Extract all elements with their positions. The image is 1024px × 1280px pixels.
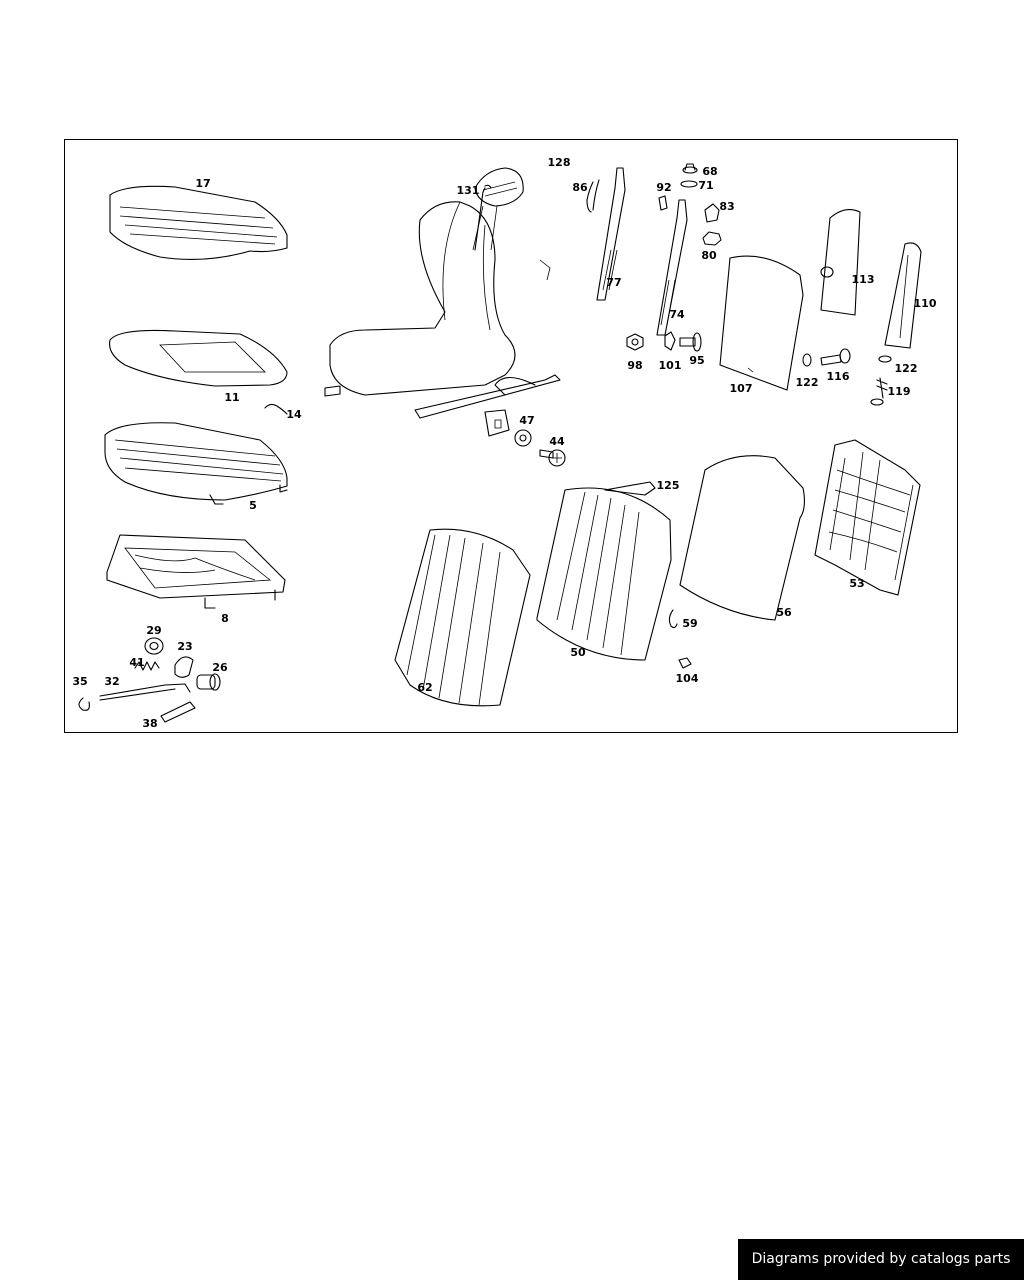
part-44-bolt <box>539 449 566 467</box>
callout-23: 23 <box>177 640 192 653</box>
part-122-clip-right <box>878 355 892 363</box>
callout-116: 116 <box>827 370 850 383</box>
part-80-nut <box>702 231 722 246</box>
part-17-seat-cushion-cover <box>109 185 288 260</box>
callout-26: 26 <box>212 661 228 674</box>
part-35-ring <box>78 697 90 711</box>
callout-122-right: 122 <box>895 362 918 375</box>
callout-8: 8 <box>221 612 229 625</box>
part-83-clip <box>704 203 720 223</box>
callout-11: 11 <box>224 391 239 404</box>
part-107-back-panel <box>719 255 804 391</box>
callout-74: 74 <box>669 308 685 321</box>
part-116-screw <box>820 348 851 366</box>
part-119-screw <box>870 377 888 406</box>
part-86-bracket <box>586 179 600 213</box>
callout-122-left: 122 <box>796 376 819 389</box>
callout-71: 71 <box>698 179 713 192</box>
part-41-spring <box>134 661 160 671</box>
callout-56: 56 <box>776 606 792 619</box>
part-14-clip <box>264 403 288 415</box>
part-125-trim <box>604 481 656 496</box>
diagram-frame: 17 11 14 5 8 29 23 41 26 35 32 38 128 13… <box>64 139 958 733</box>
callout-17: 17 <box>195 177 210 190</box>
callout-59: 59 <box>682 617 697 630</box>
callout-119: 119 <box>888 385 911 398</box>
callout-92: 92 <box>656 181 671 194</box>
part-29-bushing <box>144 637 164 655</box>
part-53-backrest-frame <box>814 439 921 596</box>
part-104-clip <box>678 657 692 669</box>
part-74-rail <box>656 199 688 336</box>
callout-77: 77 <box>606 276 621 289</box>
callout-53: 53 <box>849 577 864 590</box>
callout-86: 86 <box>572 181 588 194</box>
seat-parts-diagram: 17 11 14 5 8 29 23 41 26 35 32 38 128 13… <box>72 156 937 730</box>
part-11-cushion-pad <box>109 329 288 387</box>
callout-95: 95 <box>689 354 704 367</box>
seat-assembly <box>324 167 561 419</box>
callout-44: 44 <box>549 435 565 448</box>
part-47-bracket <box>484 409 532 447</box>
callout-104: 104 <box>676 672 699 685</box>
callout-83: 83 <box>719 200 734 213</box>
callout-98: 98 <box>627 359 642 372</box>
part-32-rod <box>99 683 191 701</box>
callout-128: 128 <box>548 156 571 169</box>
part-95-bolt <box>679 332 702 352</box>
part-98-nut <box>626 333 644 351</box>
part-50-backrest-pad <box>536 487 672 661</box>
part-101-washer <box>664 331 676 351</box>
part-113-trim-cover <box>820 209 861 316</box>
callout-125: 125 <box>657 479 680 492</box>
callout-101: 101 <box>659 359 682 372</box>
part-77-rail <box>596 167 626 301</box>
part-59-clip <box>668 609 678 629</box>
callout-35: 35 <box>72 675 87 688</box>
callout-113: 113 <box>852 273 875 286</box>
callout-80: 80 <box>701 249 717 262</box>
part-71-washer <box>680 180 698 188</box>
part-23-latch <box>174 656 194 678</box>
callout-38: 38 <box>142 717 157 730</box>
part-122-clip-left <box>802 353 812 367</box>
callout-107: 107 <box>730 382 753 395</box>
part-5-seat-cushion <box>104 422 288 505</box>
part-92-clip <box>658 195 668 211</box>
callout-62: 62 <box>417 681 432 694</box>
part-56-backrest-shell <box>679 455 806 621</box>
callout-47: 47 <box>519 414 534 427</box>
callout-68: 68 <box>702 165 717 178</box>
part-8-seat-frame <box>106 534 286 609</box>
part-38-lever <box>160 701 196 723</box>
part-131-rod <box>474 184 492 251</box>
callout-41: 41 <box>129 656 144 669</box>
callout-14: 14 <box>286 408 302 421</box>
callout-5: 5 <box>249 499 257 512</box>
part-110-trim-cover <box>884 242 922 349</box>
callout-29: 29 <box>146 624 161 637</box>
part-26-knob <box>196 673 221 691</box>
callout-110: 110 <box>914 297 937 310</box>
part-62-backrest-cover <box>394 528 531 707</box>
callout-50: 50 <box>570 646 586 659</box>
callout-131: 131 <box>457 184 480 197</box>
credit-banner: Diagrams provided by catalogs parts <box>738 1239 1024 1280</box>
part-68-cap <box>682 163 698 174</box>
callout-32: 32 <box>104 675 119 688</box>
